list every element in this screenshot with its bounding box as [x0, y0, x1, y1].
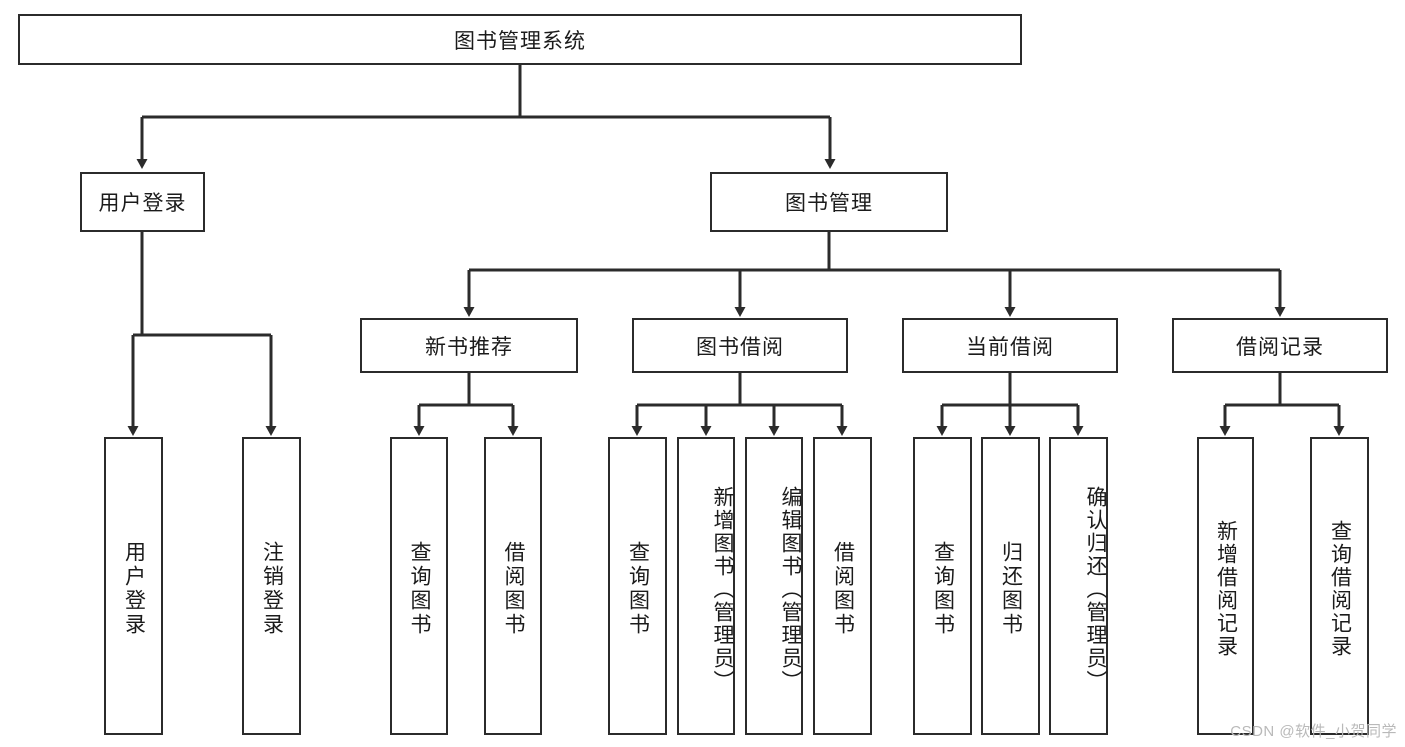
node-root[interactable]: 图书管理系统: [18, 14, 1022, 65]
node-leaf-query-book-2-label: 查询图书: [626, 541, 650, 637]
node-current-borrow-label: 当前借阅: [966, 335, 1054, 359]
node-leaf-edit-book-admin[interactable]: 编辑图书（管理员）: [745, 437, 803, 735]
node-leaf-query-book-1[interactable]: 查询图书: [390, 437, 448, 735]
node-book-borrow[interactable]: 图书借阅: [632, 318, 848, 373]
node-leaf-return-book[interactable]: 归还图书: [981, 437, 1040, 735]
node-leaf-borrow-book-2[interactable]: 借阅图书: [813, 437, 872, 735]
node-leaf-query-book-3[interactable]: 查询图书: [913, 437, 972, 735]
node-leaf-add-borrow-record-label: 新增借阅记录: [1214, 520, 1238, 658]
node-leaf-user-logout[interactable]: 注销登录: [242, 437, 301, 735]
node-leaf-borrow-book-1[interactable]: 借阅图书: [484, 437, 542, 735]
node-borrow-record-label: 借阅记录: [1236, 335, 1324, 359]
node-current-borrow[interactable]: 当前借阅: [902, 318, 1118, 373]
node-leaf-borrow-book-1-label: 借阅图书: [502, 541, 526, 637]
node-user-login[interactable]: 用户登录: [80, 172, 205, 232]
node-new-book-recommend-label: 新书推荐: [425, 335, 513, 359]
node-leaf-add-borrow-record[interactable]: 新增借阅记录: [1197, 437, 1254, 735]
node-leaf-query-borrow-record[interactable]: 查询借阅记录: [1310, 437, 1369, 735]
csdn-watermark: CSDN @软件_小贺同学: [1230, 723, 1397, 740]
node-leaf-user-logout-label: 注销登录: [260, 541, 284, 637]
node-book-manage[interactable]: 图书管理: [710, 172, 948, 232]
node-leaf-add-book-admin[interactable]: 新增图书（管理员）: [677, 437, 735, 735]
node-leaf-confirm-return-admin-label: 确认归还（管理员）: [1084, 485, 1107, 693]
node-book-borrow-label: 图书借阅: [696, 335, 784, 359]
node-leaf-query-borrow-record-label: 查询借阅记录: [1328, 520, 1352, 658]
node-borrow-record[interactable]: 借阅记录: [1172, 318, 1388, 373]
node-new-book-recommend[interactable]: 新书推荐: [360, 318, 578, 373]
node-leaf-borrow-book-2-label: 借阅图书: [831, 541, 855, 637]
node-leaf-user-login-label: 用户登录: [122, 541, 146, 637]
node-leaf-confirm-return-admin[interactable]: 确认归还（管理员）: [1049, 437, 1108, 735]
node-leaf-user-login[interactable]: 用户登录: [104, 437, 163, 735]
node-root-label: 图书管理系统: [454, 29, 586, 53]
node-user-login-label: 用户登录: [98, 192, 187, 215]
node-leaf-query-book-2[interactable]: 查询图书: [608, 437, 667, 735]
node-leaf-return-book-label: 归还图书: [999, 541, 1023, 637]
node-leaf-edit-book-admin-label: 编辑图书（管理员）: [779, 485, 802, 693]
node-leaf-add-book-admin-label: 新增图书（管理员）: [711, 485, 734, 693]
node-leaf-query-book-1-label: 查询图书: [408, 541, 432, 637]
node-book-manage-label: 图书管理: [785, 192, 873, 215]
node-leaf-query-book-3-label: 查询图书: [931, 541, 955, 637]
